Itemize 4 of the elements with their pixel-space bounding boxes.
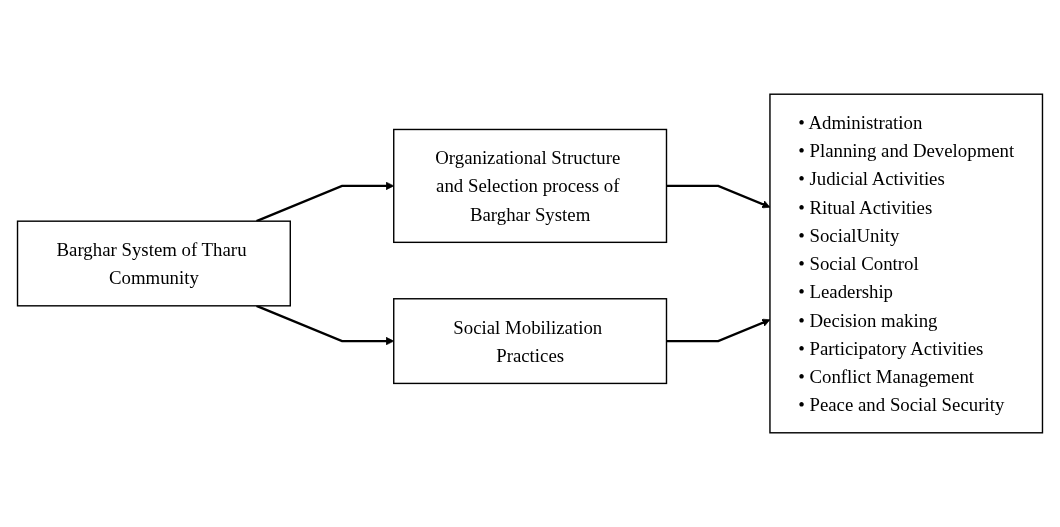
node-box: Organizational Structure and Selection process of Barghar System bbox=[393, 128, 668, 244]
node-box: Social Mobilization Practices bbox=[393, 298, 668, 385]
node-box: • Administration • Planning and Development • Judicial Activities • Ritual Activities • SocialUnity • Social Control • Leadership • Decision making • Participatory Activities • Conflict Management • Peace and Social Security bbox=[769, 93, 1044, 434]
node-box: Barghar System of Tharu Community bbox=[16, 220, 291, 307]
